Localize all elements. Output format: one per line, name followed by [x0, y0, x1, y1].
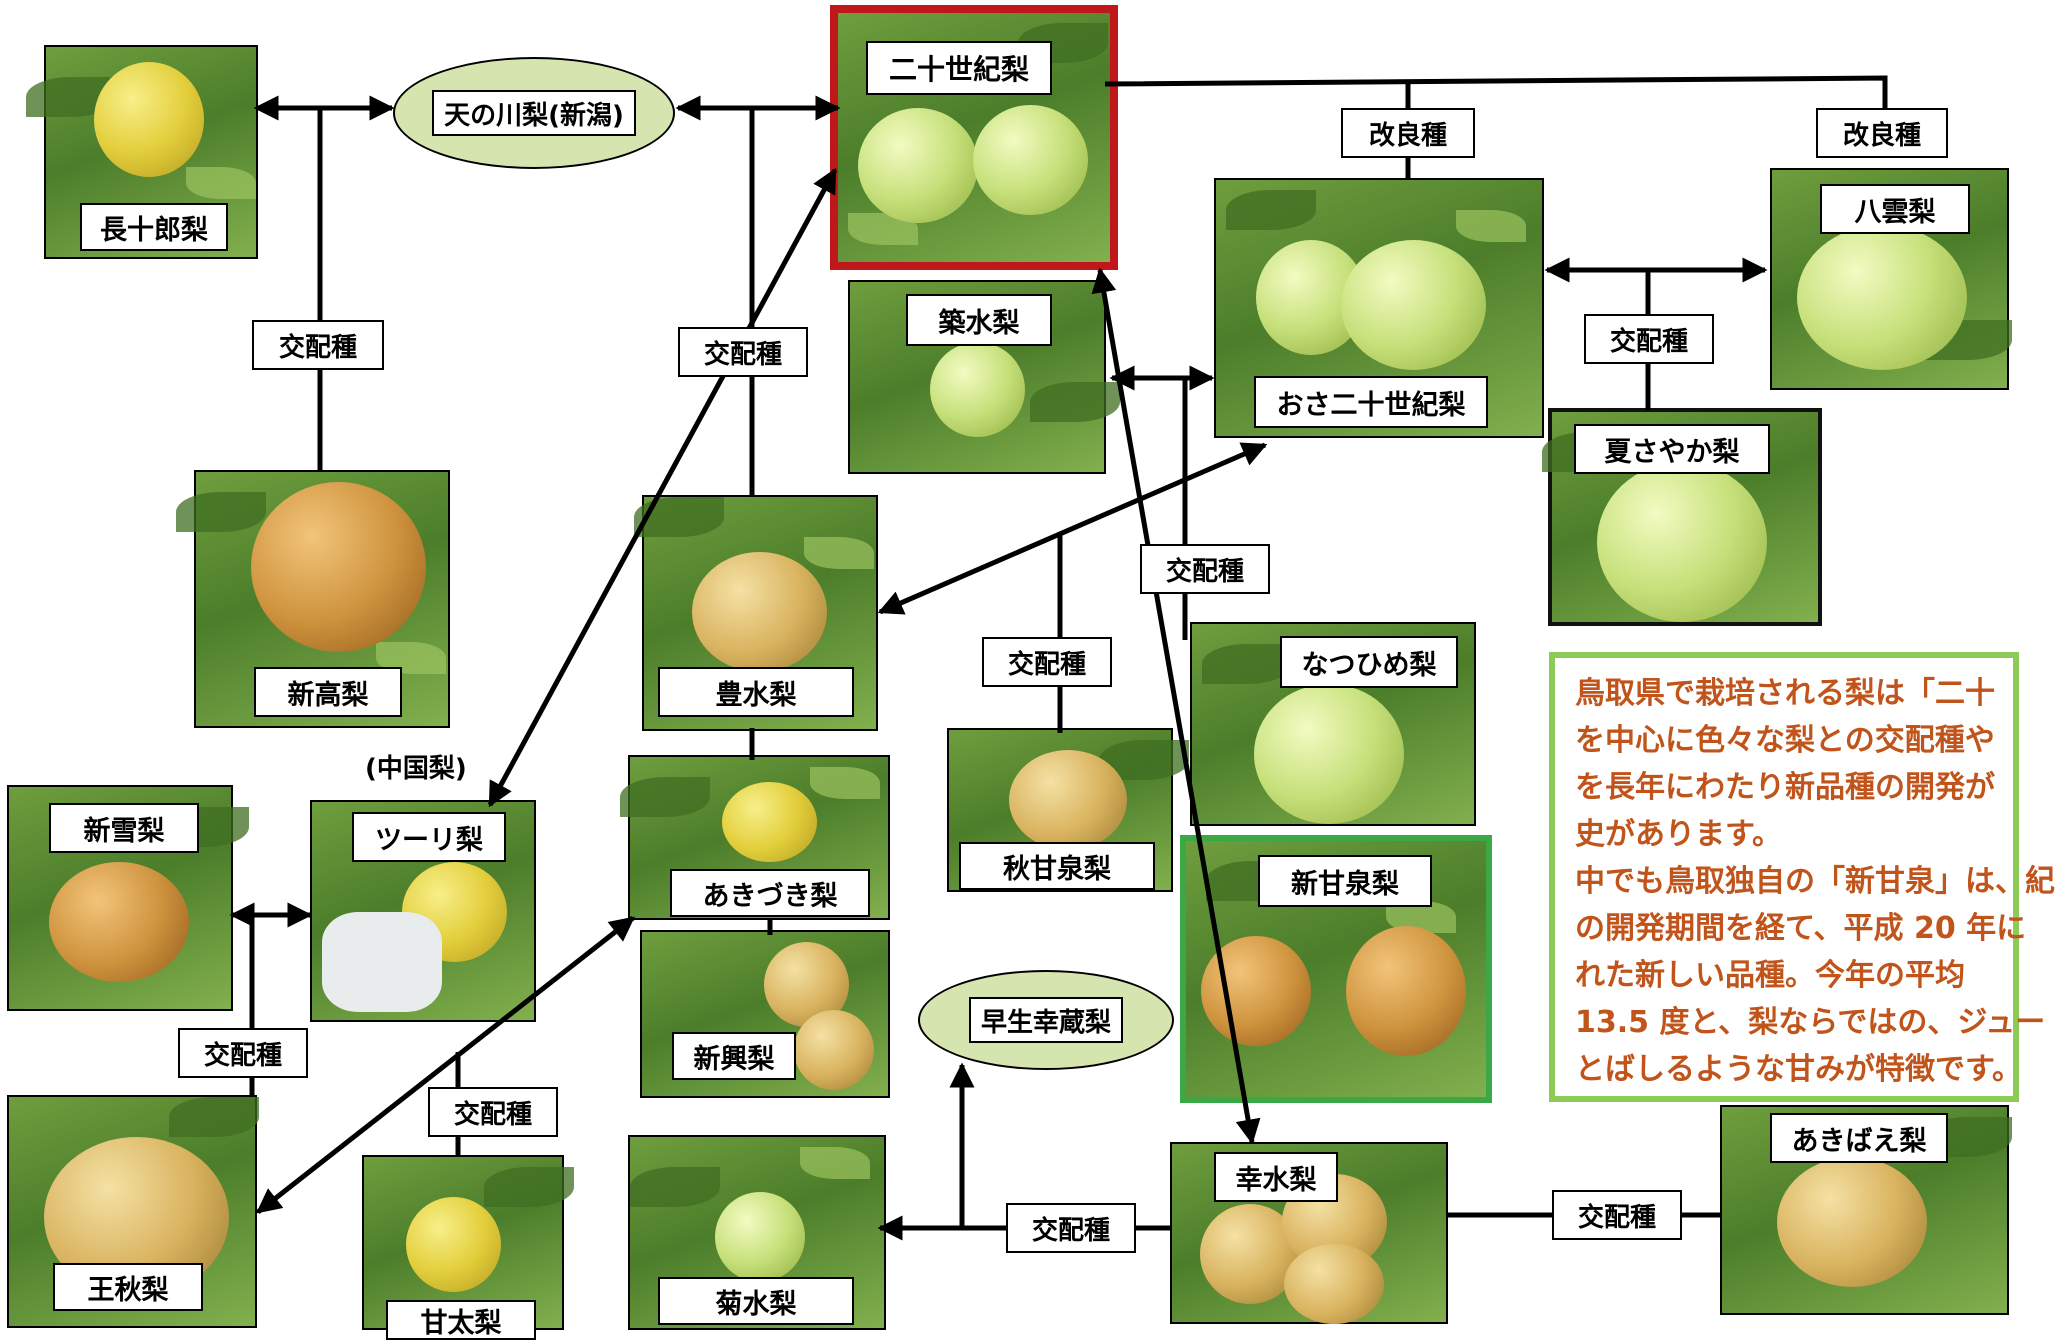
label-shinkansen: 新甘泉梨: [1258, 855, 1432, 907]
label-wase-kozo: 早生幸蔵梨: [968, 997, 1123, 1043]
description-box: 鳥取県で栽培される梨は「二十 を中心に色々な梨との交配種や を長年にわたり新品種…: [1549, 652, 2055, 1102]
label-kanta: 甘太梨: [386, 1300, 536, 1340]
rel-cross-wase-kozo: 交配種: [1006, 1203, 1136, 1253]
rel-improved-osa: 改良種: [1341, 108, 1475, 158]
photo-shinsetsu: 新雪梨: [7, 785, 249, 1011]
label-shinko: 新興梨: [672, 1032, 796, 1080]
link-nijisseiki-improved: [1104, 75, 1888, 110]
photo-kosui: 幸水梨: [1170, 1142, 1448, 1324]
rel-cross-natsuhime: 交配種: [1140, 544, 1270, 594]
photo-niitaka: 新高梨: [176, 470, 450, 728]
note-chinese-pear: (中国梨): [365, 754, 467, 784]
photo-shinko: 新興梨: [640, 930, 890, 1098]
link-oshu-akizuki: [256, 916, 635, 1214]
label-osa-nijisseiki: おさ二十世紀梨: [1254, 376, 1488, 428]
label-kosui: 幸水梨: [1214, 1152, 1338, 1202]
description-line: 鳥取県で栽培される梨は「二十: [1575, 676, 1995, 711]
pear-nijisseiki-left: [858, 108, 978, 223]
pear-chikusui: [930, 342, 1025, 437]
pear-kikusui: [715, 1192, 805, 1282]
label-amanogawa: 天の川梨(新潟): [432, 90, 636, 136]
pear-akibae: [1777, 1157, 1927, 1287]
label-akibae: あきばえ梨: [1770, 1113, 1948, 1163]
description-line: 13.5 度と、梨ならではの、ジュー: [1575, 1005, 2046, 1040]
label-yakumo: 八雲梨: [1820, 184, 1970, 234]
rel-improved-yakumo: 改良種: [1816, 108, 1948, 158]
description-line: を中心に色々な梨との交配種や: [1575, 723, 1995, 758]
photo-kikusui: 菊水梨: [628, 1135, 886, 1330]
rel-cross-oshu: 交配種: [178, 1028, 308, 1078]
label-nijisseiki: 二十世紀梨: [866, 41, 1052, 95]
pear-shinsetsu: [49, 862, 189, 982]
pear-chojuro: [94, 62, 204, 177]
photo-osa-nijisseiki: おさ二十世紀梨: [1214, 178, 1544, 438]
photo-akibae: あきばえ梨: [1720, 1105, 2012, 1315]
label-niitaka: 新高梨: [254, 667, 402, 717]
rel-cross-hosui: 交配種: [678, 327, 808, 377]
rel-cross-akibae: 交配種: [1552, 1190, 1682, 1240]
pear-shinkansen-right: [1346, 926, 1466, 1056]
photo-chikusui: 築水梨: [848, 280, 1120, 474]
description-line: とばしるような甘みが特徴です。: [1575, 1052, 2022, 1087]
photo-oshu: 王秋梨: [7, 1095, 259, 1328]
description-line: の開発期間を経て、平成 20 年に: [1575, 911, 2027, 946]
label-chikusui: 築水梨: [906, 294, 1052, 346]
label-shinsetsu: 新雪梨: [49, 803, 199, 853]
label-akiamaizumi: 秋甘泉梨: [959, 842, 1155, 890]
oval-wase-kozo: 早生幸蔵梨: [918, 970, 1174, 1070]
rel-cross-natsusayaka: 交配種: [1584, 314, 1714, 364]
link-nijisseiki-kosui: [1091, 267, 1261, 1145]
pear-nijisseiki-right: [973, 105, 1088, 215]
label-natsuhime: なつひめ梨: [1280, 636, 1458, 688]
rel-cross-kanta: 交配種: [428, 1087, 558, 1137]
label-natsusayaka: 夏さやか梨: [1574, 424, 1770, 474]
link-tsuri-nijisseiki: [487, 167, 838, 808]
description-line: を長年にわたり新品種の開発が: [1575, 770, 1995, 805]
label-kikusui: 菊水梨: [658, 1277, 854, 1325]
pear-osa-right: [1341, 240, 1486, 370]
label-akizuki: あきづき梨: [670, 869, 870, 917]
label-tsuri: ツーリ梨: [352, 812, 506, 862]
oval-amanogawa: 天の川梨(新潟): [393, 57, 675, 169]
photo-chojuro: 長十郎梨: [26, 45, 258, 259]
description-line: 中でも鳥取独自の「新甘泉」は、紀: [1575, 864, 2055, 899]
pear-niitaka: [251, 482, 426, 652]
photo-nijisseiki: 二十世紀梨: [830, 5, 1118, 270]
description-line: れた新しい品種。今年の平均: [1575, 958, 1965, 993]
pear-lineage-diagram: 長十郎梨 天の川梨(新潟) 二十世紀梨 改良種 改良種 おさ二十世紀梨 八雲梨 …: [7, 5, 2055, 1340]
photo-natsusayaka: 夏さやか梨: [1542, 408, 1822, 626]
photo-yakumo: 八雲梨: [1770, 168, 2012, 390]
label-hosui: 豊水梨: [658, 667, 854, 717]
rel-cross-niitaka: 交配種: [252, 320, 384, 370]
description-line: 史があります。: [1575, 817, 1782, 852]
pear-natsuhime: [1254, 684, 1404, 824]
pear-shinko-2: [794, 1010, 874, 1090]
pear-kosui-3: [1284, 1244, 1384, 1324]
rel-cross-akiamaizumi: 交配種: [982, 637, 1112, 687]
pear-yakumo: [1797, 225, 1967, 370]
label-chojuro: 長十郎梨: [80, 203, 228, 251]
label-oshu: 王秋梨: [53, 1263, 203, 1311]
pear-natsusayaka: [1597, 462, 1767, 622]
